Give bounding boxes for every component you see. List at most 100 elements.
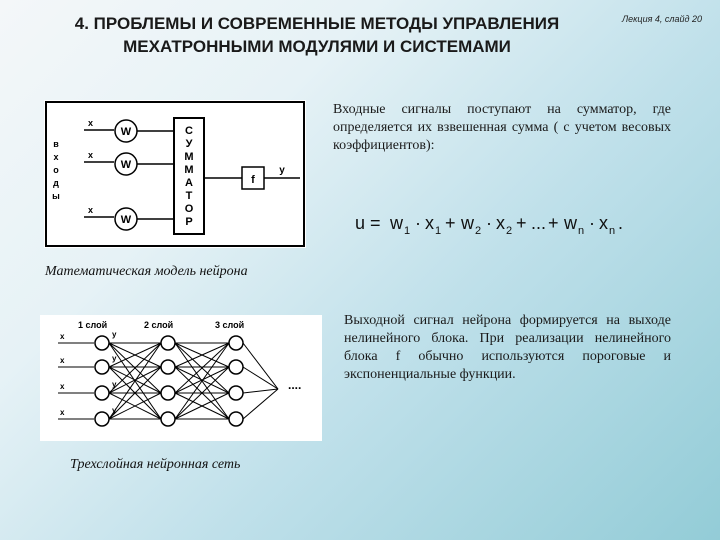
layer2-label: 2 слой <box>144 320 173 330</box>
formula-u: u <box>355 213 365 233</box>
network-link <box>174 342 230 420</box>
three-layer-network-diagram: 1 слой 2 слой 3 слой x x x x y y y y .... <box>58 320 301 427</box>
network-dots: .... <box>288 378 301 392</box>
paragraph-output-signal: Выходной сигнал нейрона формируется на в… <box>344 313 671 382</box>
network-figure: 1 слой 2 слой 3 слой x x x x y y y y .... <box>40 315 322 441</box>
weight-w1-label: W <box>121 126 132 138</box>
formula-w1-sub: 1 <box>404 225 410 237</box>
network-input-x-label: x <box>60 408 65 417</box>
network-link <box>108 342 162 368</box>
network-input-x-label: x <box>60 356 65 365</box>
neuron-frame <box>45 101 305 247</box>
network-output-y-label: y <box>112 406 117 415</box>
neuron-node-layer-3 <box>228 385 244 401</box>
network-link <box>174 366 230 394</box>
formula-w2-sub: 2 <box>475 225 481 237</box>
network-connections <box>58 342 279 420</box>
adder-letter-2: У <box>186 138 193 150</box>
network-link <box>174 366 230 420</box>
formula-plus-3: + <box>548 213 559 233</box>
formula-x1-sub: 1 <box>435 225 441 237</box>
adder-letter-8: Р <box>185 216 192 228</box>
neuron-model-figure: в х о д ы x x x W W W С У М М А Т О Р f <box>44 100 306 248</box>
network-caption: Трехслойная нейронная сеть <box>70 457 241 472</box>
neuron-node-layer-1 <box>94 335 110 351</box>
neuron-node-layer-3 <box>228 411 244 427</box>
inputs-letter-4: д <box>53 178 59 188</box>
formula-x2-sub: 2 <box>506 225 512 237</box>
formula-end-dot: . <box>618 213 623 233</box>
adder-letter-1: С <box>185 125 193 137</box>
neuron-node-layer-2 <box>160 411 176 427</box>
output-link <box>242 366 279 390</box>
formula-xn-sub: n <box>609 225 615 237</box>
network-output-y-label: y <box>112 330 117 339</box>
formula-wn: w <box>563 213 578 233</box>
slide-reference: Лекция 4, слайд 20 <box>622 14 702 24</box>
network-output-y-label: y <box>112 354 117 363</box>
neuron-node-layer-2 <box>160 359 176 375</box>
adder-letter-4: М <box>184 164 193 176</box>
network-link <box>108 342 162 394</box>
inputs-letter-1: в <box>53 139 59 149</box>
network-link <box>108 366 162 394</box>
formula-plus-2: + <box>516 213 527 233</box>
layer1-label: 1 слой <box>78 320 107 330</box>
adder-block <box>173 117 205 235</box>
network-input-x-label: x <box>60 332 65 341</box>
formula-plus-1: + <box>445 213 456 233</box>
input-x2-label: x <box>88 150 93 160</box>
network-link <box>108 342 162 420</box>
network-link <box>108 392 162 420</box>
formula-wn-sub: n <box>578 225 584 237</box>
weighted-sum-formula: u = w 1 · x 1 + w 2 · x 2 + ... + w n · … <box>355 213 623 237</box>
network-link <box>108 366 162 420</box>
neuron-node-layer-1 <box>94 359 110 375</box>
formula-xn: x <box>599 213 608 233</box>
output-link <box>242 388 279 394</box>
adder-letter-6: Т <box>186 190 193 202</box>
input-x1-label: x <box>88 118 93 128</box>
network-link <box>174 392 230 420</box>
inputs-letter-5: ы <box>52 191 60 201</box>
neuron-model-diagram: в х о д ы x x x W W W С У М М А Т О Р f <box>45 101 305 247</box>
nonlinear-f-label: f <box>251 174 255 186</box>
formula-ellipsis: ... <box>531 213 546 233</box>
network-link <box>174 342 230 368</box>
formula-w1: w <box>389 213 404 233</box>
formula-x2: x <box>496 213 505 233</box>
adder-letter-5: А <box>185 177 193 189</box>
formula-dot-3: · <box>589 213 595 233</box>
formula-dot-2: · <box>486 213 492 233</box>
formula-w2: w <box>460 213 475 233</box>
layer3-label: 3 слой <box>215 320 244 330</box>
input-xn-label: x <box>88 205 93 215</box>
title-line-1: 4. ПРОБЛЕМЫ И СОВРЕМЕННЫЕ МЕТОДЫ УПРАВЛЕ… <box>74 14 560 33</box>
output-link <box>242 342 279 390</box>
inputs-letter-2: х <box>53 152 58 162</box>
neuron-model-caption: Математическая модель нейрона <box>45 264 248 279</box>
formula-equals: = <box>370 213 381 233</box>
network-output-y-label: y <box>112 380 117 389</box>
paragraph-weighted-sum: Входные сигналы поступают на сумматор, г… <box>333 102 671 153</box>
network-input-x-label: x <box>60 382 65 391</box>
neuron-node-layer-2 <box>160 335 176 351</box>
weight-w2-label: W <box>121 159 132 171</box>
neuron-node-layer-1 <box>94 385 110 401</box>
neuron-node-layer-2 <box>160 385 176 401</box>
formula-x1: x <box>425 213 434 233</box>
title-line-2: МЕХАТРОННЫМИ МОДУЛЯМИ И СИСТЕМАМИ <box>123 37 511 56</box>
adder-letter-7: О <box>185 203 194 215</box>
neuron-node-layer-3 <box>228 335 244 351</box>
output-link <box>242 388 279 420</box>
neuron-node-layer-1 <box>94 411 110 427</box>
neuron-node-layer-3 <box>228 359 244 375</box>
inputs-letter-3: о <box>53 165 59 175</box>
weight-wn-label: W <box>121 214 132 226</box>
formula-dot-1: · <box>415 213 421 233</box>
network-nodes: x x x x y y y y <box>60 330 244 427</box>
network-link <box>174 342 230 394</box>
slide-title: 4. ПРОБЛЕМЫ И СОВРЕМЕННЫЕ МЕТОДЫ УПРАВЛЕ… <box>22 12 612 58</box>
adder-letter-3: М <box>184 151 193 163</box>
output-y-label: y <box>279 165 285 176</box>
